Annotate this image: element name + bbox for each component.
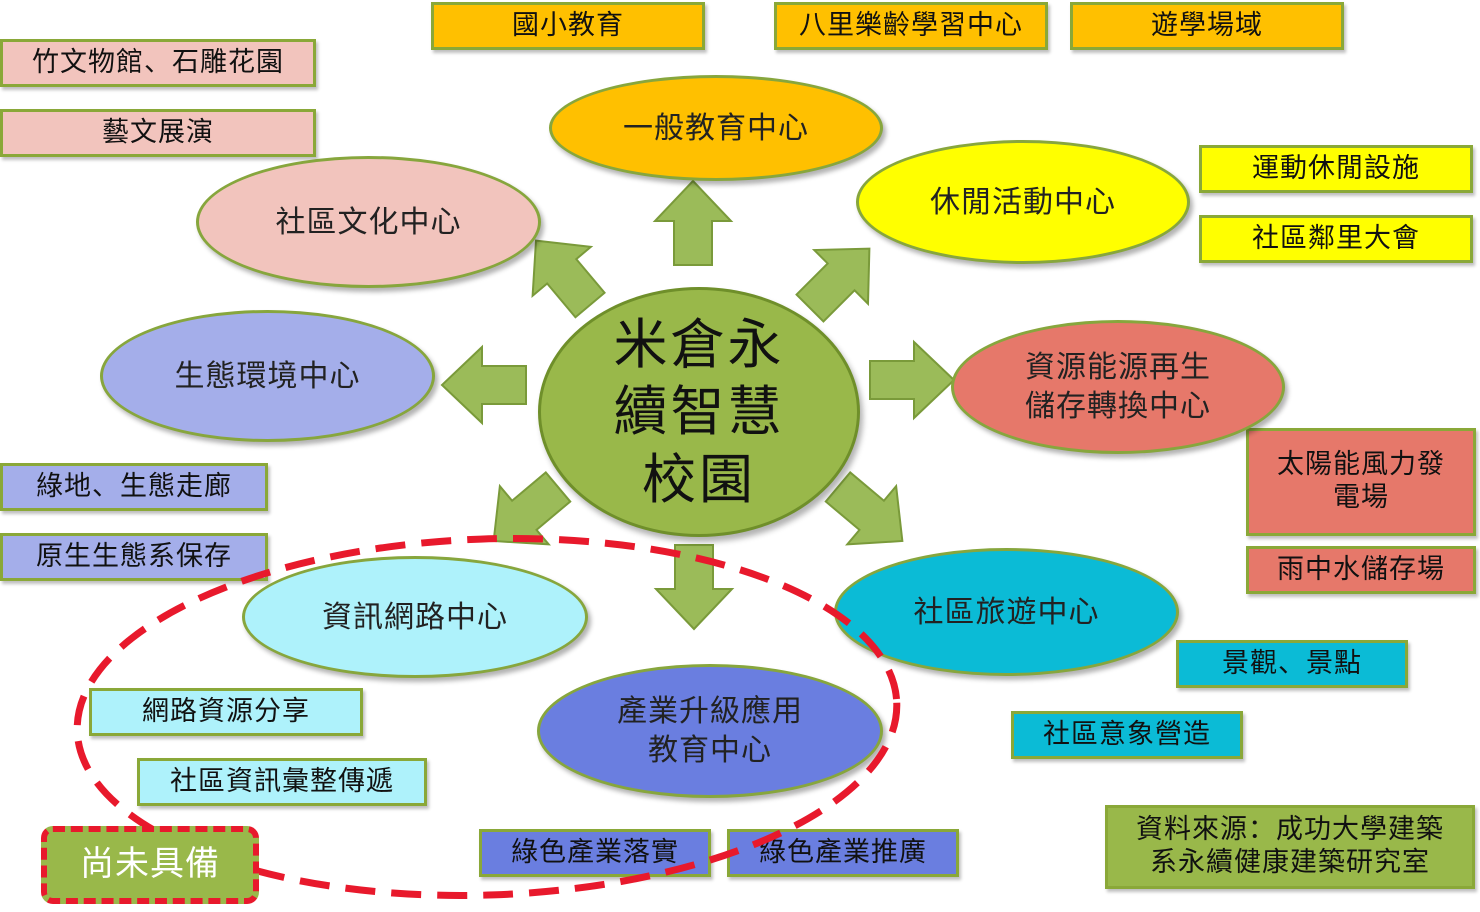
tag-scenery: 景觀、景點 bbox=[1176, 640, 1408, 688]
tag-elementary: 國小教育 bbox=[431, 2, 705, 50]
tag-rainwater: 雨中水儲存場 bbox=[1246, 546, 1476, 594]
tag-solar-wind: 太陽能風力發 電場 bbox=[1246, 428, 1476, 536]
tag-green-promote: 綠色產業推廣 bbox=[727, 829, 959, 877]
node-ecology: 生態環境中心 bbox=[100, 310, 435, 442]
center-node: 米倉永 續智慧 校園 bbox=[538, 287, 860, 537]
tag-bali-learning: 八里樂齡學習中心 bbox=[774, 2, 1048, 50]
tag-community-info: 社區資訊彙整傳遞 bbox=[137, 758, 427, 806]
tag-network-sharing: 網路資源分享 bbox=[89, 688, 363, 736]
node-tourism: 社區旅遊中心 bbox=[834, 548, 1179, 676]
tag-neighborhood: 社區鄰里大會 bbox=[1199, 215, 1473, 263]
node-energy: 資源能源再生 儲存轉換中心 bbox=[951, 320, 1285, 454]
tag-green-implement: 綠色產業落實 bbox=[479, 829, 711, 877]
tag-community-image: 社區意象營造 bbox=[1011, 711, 1243, 759]
tag-study-field: 遊學場域 bbox=[1070, 2, 1344, 50]
tag-native-ecology: 原生生態系保存 bbox=[0, 533, 268, 581]
node-industry: 產業升級應用 教育中心 bbox=[537, 664, 883, 798]
arrow-up bbox=[654, 180, 732, 266]
node-leisure: 休閒活動中心 bbox=[856, 140, 1190, 264]
node-info-network: 資訊網路中心 bbox=[242, 556, 588, 678]
arrow-down bbox=[655, 544, 733, 630]
source-note: 資料來源：成功大學建築 系永續健康建築研究室 bbox=[1105, 805, 1475, 889]
tag-sports: 運動休閒設施 bbox=[1199, 145, 1473, 193]
tag-arts: 藝文展演 bbox=[0, 109, 316, 157]
tag-green-corridor: 綠地、生態走廊 bbox=[0, 463, 268, 511]
tag-bamboo-museum: 竹文物館、石雕花園 bbox=[0, 39, 316, 87]
node-general-education: 一般教育中心 bbox=[549, 75, 883, 181]
arrow-right bbox=[869, 341, 955, 419]
arrow-left bbox=[441, 346, 527, 424]
node-community-culture: 社區文化中心 bbox=[196, 156, 541, 288]
not-ready-label: 尚未具備 bbox=[41, 826, 259, 904]
